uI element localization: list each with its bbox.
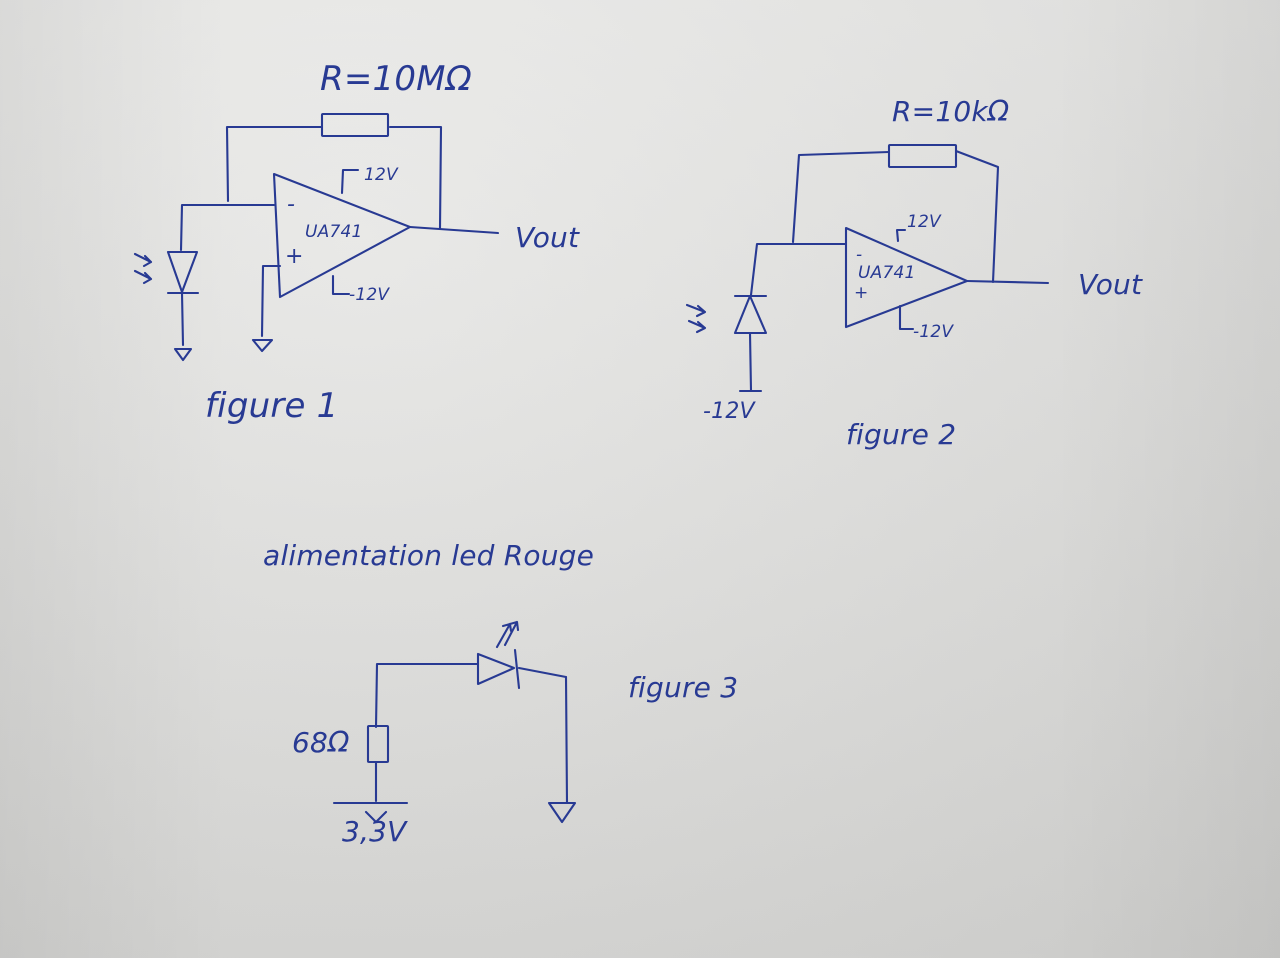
figure-2-output-wire xyxy=(965,279,1050,285)
figure-1-opamp-body xyxy=(272,172,412,299)
figure-3-caption: figure 3 xyxy=(628,671,738,704)
figure-1-feedback-wire xyxy=(225,125,443,230)
figure-2-feedback-resistor xyxy=(887,143,958,169)
figure-3-top-wire-left xyxy=(374,662,480,729)
figure-1-photodiode-lower-wire xyxy=(180,291,185,347)
figure-2-photodiode-lower-wire xyxy=(748,331,753,393)
figure-1-noninverting-sign: + xyxy=(285,244,304,269)
figure-3-source-arrow xyxy=(364,810,388,824)
figure-3-top-wire-right xyxy=(517,666,568,679)
figure-1-noninverting-wire xyxy=(260,264,282,338)
figure-1-output-wire xyxy=(408,225,500,235)
figure-1-vminus-label: -12V xyxy=(349,285,390,305)
figure-2-opamp-label: UA741 xyxy=(858,263,916,283)
figure-2-output-label: Vout xyxy=(1078,268,1143,301)
figure-3-current-resistor xyxy=(366,724,390,764)
figure-2-vminus-label: -12V xyxy=(913,322,954,342)
figure-2-opamp-body xyxy=(844,226,969,329)
figure-3-light-emission xyxy=(495,620,520,649)
figure-2-photodiode-body xyxy=(733,294,768,335)
figure-2-caption: figure 2 xyxy=(846,418,956,451)
figure-2-inverting-sign: - xyxy=(856,245,862,265)
figure-1-light-arrows xyxy=(133,252,153,285)
figure-2-input-wire xyxy=(749,242,848,297)
figure-2-vminus-wire xyxy=(898,304,915,331)
figure-2-light-arrows xyxy=(685,303,707,334)
figure-2-vplus-wire xyxy=(895,228,907,243)
figure-2-noninverting-sign: + xyxy=(854,283,868,303)
figure-1-photodiode-body xyxy=(166,250,200,295)
figure-3-led-body xyxy=(476,648,521,690)
figure-1-ground-left xyxy=(173,347,193,362)
figure-1-ground-right xyxy=(251,338,274,353)
figure-2-resistor-label: R=10kΩ xyxy=(892,95,1010,128)
figure-3-source-label: 3,3V xyxy=(342,815,408,848)
figure-1-feedback-resistor xyxy=(320,112,390,138)
figure-1-vminus-wire xyxy=(331,274,351,296)
figure-3-resistor-label: 68Ω xyxy=(292,726,350,759)
figure-3: alimentation led Rouge 68Ω 3,3V figure 3 xyxy=(263,539,738,848)
figure-1-input-wire xyxy=(179,203,276,252)
figure-3-right-ground-wire xyxy=(564,675,569,805)
figure-1-resistor-label: R=10MΩ xyxy=(320,59,472,99)
figure-2-supply-label: -12V xyxy=(703,399,757,424)
figure-1: R=10MΩ UA741 - + 12V -12V Vout figure 1 xyxy=(133,59,580,426)
figure-2-vplus-label: 12V xyxy=(907,212,942,232)
figure-1-opamp-label: UA741 xyxy=(305,222,363,242)
figure-1-vplus-wire xyxy=(340,168,360,195)
figure-2-feedback-wire xyxy=(791,149,1000,284)
figure-2: R=10kΩ UA741 - + 12V -12V Vout -12V figu… xyxy=(685,95,1143,451)
figure-3-title: alimentation led Rouge xyxy=(263,539,594,572)
figure-1-vplus-label: 12V xyxy=(364,165,399,185)
figure-1-inverting-sign: - xyxy=(287,192,295,217)
figure-3-ground-symbol xyxy=(547,801,577,824)
figure-1-caption: figure 1 xyxy=(205,386,338,426)
figure-1-output-label: Vout xyxy=(515,221,580,254)
